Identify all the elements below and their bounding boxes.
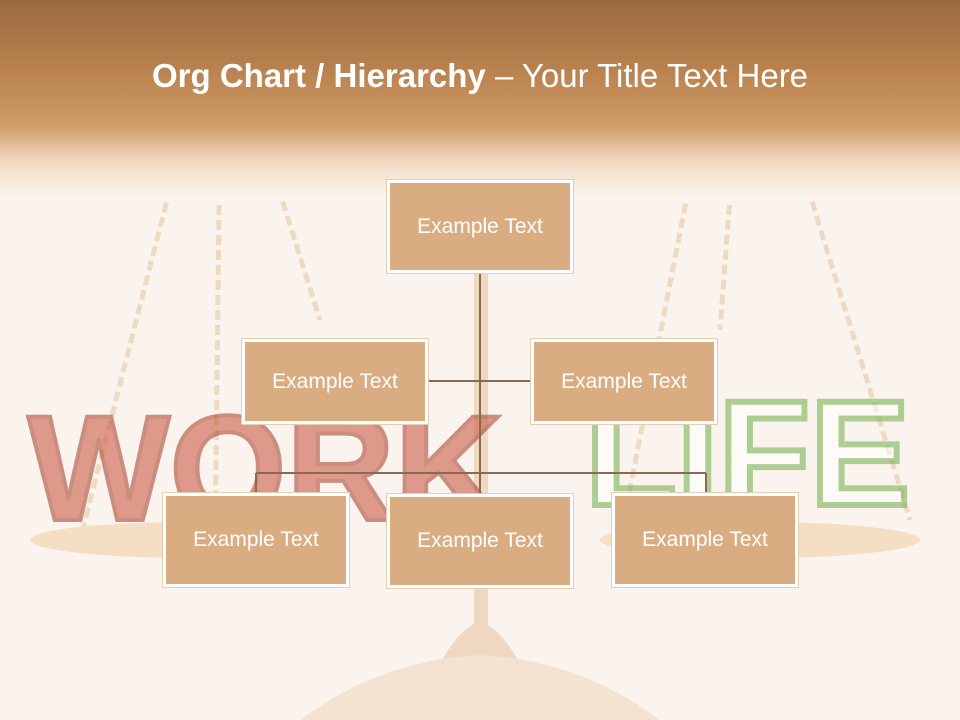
scale-base [420, 620, 540, 720]
title-separator: – [485, 57, 522, 94]
org-node-child-3[interactable]: Example Text [612, 493, 798, 587]
org-node-child-1[interactable]: Example Text [163, 493, 349, 587]
scale-base-plate [300, 655, 660, 720]
org-node-root[interactable]: Example Text [387, 180, 573, 273]
title-regular-part: Your Title Text Here [521, 57, 809, 94]
title-bold-part: Org Chart / Hierarchy [152, 57, 486, 94]
org-node-child-2[interactable]: Example Text [387, 494, 573, 588]
org-node-assistant-right[interactable]: Example Text [531, 339, 717, 424]
org-node-assistant-left[interactable]: Example Text [242, 339, 428, 424]
header-band [0, 0, 960, 200]
slide-title[interactable]: Org Chart / Hierarchy – Your Title Text … [152, 52, 808, 100]
